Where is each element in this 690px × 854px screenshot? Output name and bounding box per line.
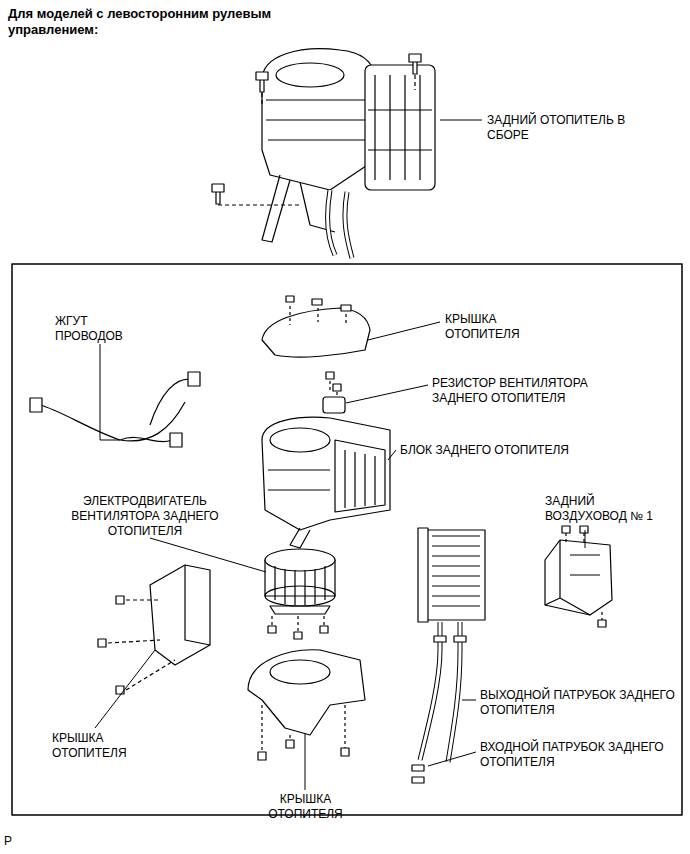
part-label: КРЫШКА ОТОПИТЕЛЯ: [52, 731, 157, 761]
detail-frame: [12, 264, 682, 815]
part-label: ВЫХОДНОЙ ПАТРУБОК ЗАДНЕГО ОТОПИТЕЛЯ: [480, 688, 675, 718]
heater-core: [412, 528, 485, 783]
rear-heater-unit: [262, 417, 390, 548]
wire-harness: [30, 372, 200, 447]
harness-wires: [40, 379, 195, 441]
connector: [170, 433, 182, 447]
part-label: РЕЗИСТОР ВЕНТИЛЯТОРА ЗАДНЕГО ОТОПИТЕЛЯ: [432, 376, 612, 406]
housing-ribs: [266, 100, 372, 140]
screws: [212, 54, 421, 204]
part-label: ЖГУТ ПРОВОДОВ: [55, 314, 150, 344]
part-label: БЛОК ЗАДНЕГО ОТОПИТЕЛЯ: [400, 443, 650, 458]
blower-housing: [262, 49, 375, 190]
heater-pipes: [328, 190, 352, 258]
duct-ribs: [368, 75, 432, 180]
heater-cover-left: [98, 565, 210, 694]
heater-pipes-core: [328, 190, 352, 258]
duct-case: [365, 65, 435, 190]
connector: [188, 372, 200, 386]
part-label: ЭЛЕКТРОДВИГАТЕЛЬ ВЕНТИЛЯТОРА ЗАДНЕГО ОТО…: [40, 494, 250, 539]
rear-heater-assembly: [212, 49, 435, 258]
heater-cover-top: [262, 296, 370, 357]
page-mark: P: [4, 834, 24, 849]
page-title: Для моделей с левосторонним рулевым упра…: [8, 6, 318, 39]
part-label: ВХОДНОЙ ПАТРУБОК ЗАДНЕГО ОТОПИТЕЛЯ: [480, 740, 675, 770]
bracket-legs: [262, 175, 335, 242]
part-label: КРЫШКА ОТОПИТЕЛЯ: [258, 792, 353, 822]
fan-opening: [276, 63, 344, 87]
rear-air-duct: [545, 526, 612, 627]
connector: [30, 398, 42, 412]
heater-cover-bottom: [248, 650, 365, 760]
blower-resistor: [323, 372, 345, 413]
part-label: КРЫШКА ОТОПИТЕЛЯ: [445, 312, 550, 342]
screw-guides: [218, 68, 415, 205]
blower-motor: [265, 549, 335, 639]
part-label: ЗАДНИЙ ОТОПИТЕЛЬ В СБОРЕ: [487, 113, 652, 143]
part-label: ЗАДНИЙ ВОЗДУХОВОД № 1: [545, 494, 679, 524]
